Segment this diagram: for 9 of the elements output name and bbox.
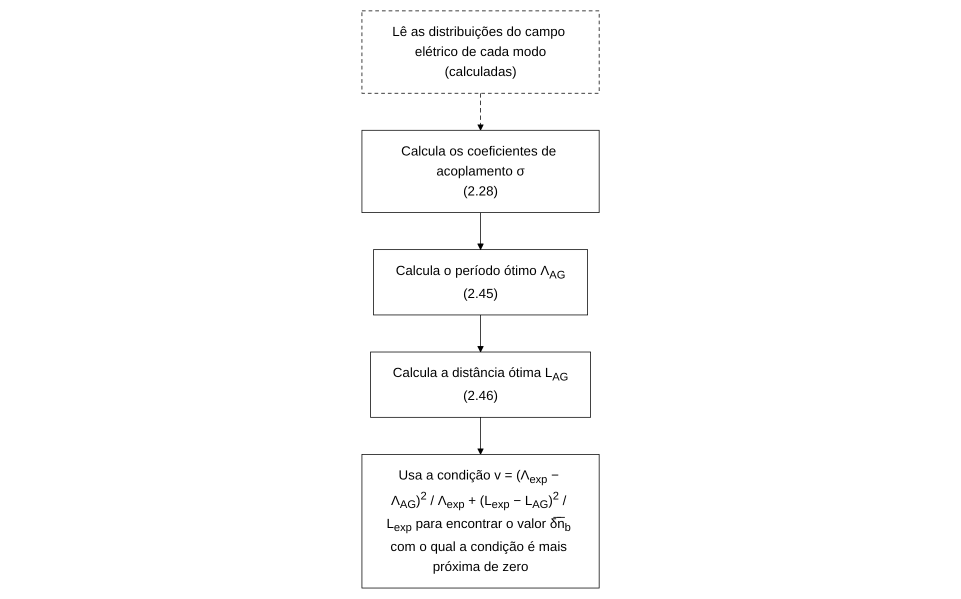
arrow	[477, 212, 484, 250]
node-box: Calcula a distância ótima L$_{AG}$ (2.46)	[370, 352, 591, 418]
arrow	[477, 416, 484, 455]
arrow	[477, 92, 484, 131]
node-box: Lê as distribuições do campo elétrico de cada modo (calculadas)	[362, 10, 600, 94]
node-box: Usa a condição v = (Λ$_{exp}$ − Λ$_{AG}$)$^{2}$ / Λ$_{exp}$ + (L$_{exp}$ − L$_{AG}$)$^{2}$ / L$_{exp}$ para encontrar o valor δ̅n̅$_{b}$ com o qual a condição é mais próxima de zero	[362, 454, 600, 588]
node-box: Calcula os coeficientes de acoplamento σ (2.28)	[362, 130, 600, 213]
arrow	[477, 314, 484, 352]
node-box: Calcula o período ótimo Λ$_{AG}$ (2.45)	[373, 249, 588, 316]
